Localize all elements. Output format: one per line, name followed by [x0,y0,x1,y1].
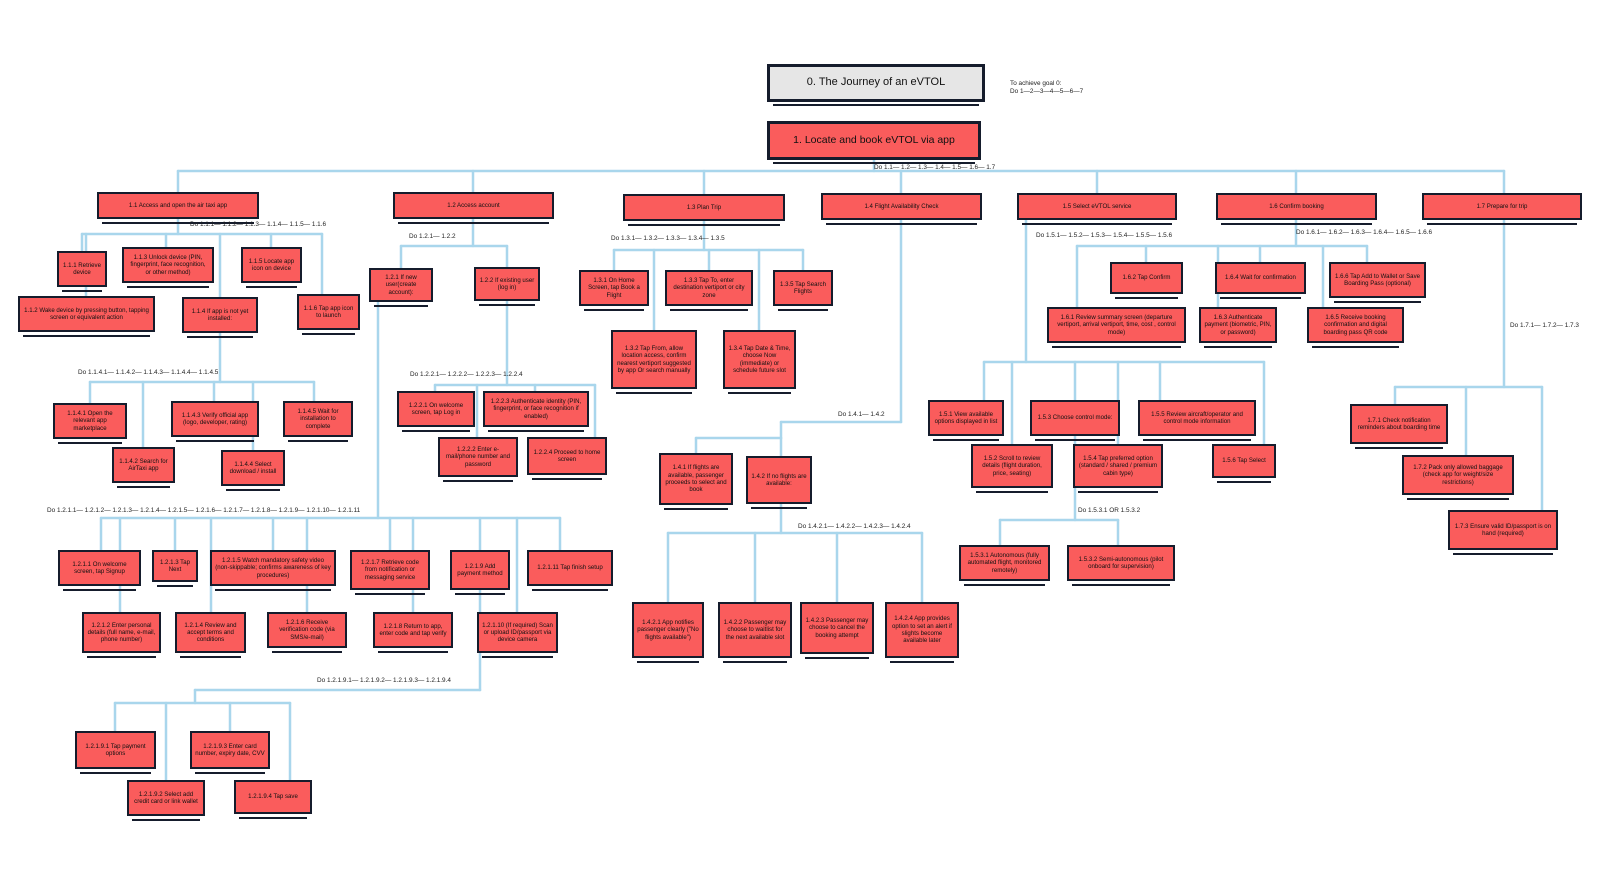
plan-note-1-6: Do 1.6.1— 1.6.2— 1.6.3— 1.6.4— 1.6.5— 1.… [1296,229,1433,236]
task-1-1-4-2: 1.1.4.2 Search for AirTaxi app [112,447,175,488]
task-1-2-1-2: 1.2.1.2 Enter personal details (full nam… [82,612,161,658]
task-1-4-2-1: 1.4.2.1 App notifies passenger clearly (… [632,602,704,663]
task-1-6-1: 1.6.1 Review summary screen (departure v… [1047,307,1186,348]
plan-note-1-2: Do 1.2.1— 1.2.2 [409,233,456,240]
plan-note-1-4: Do 1.4.1— 1.4.2 [838,411,885,418]
task-1-3: 1.3 Plan Trip [623,194,785,226]
plan-note-1-2-1: Do 1.2.1.1— 1.2.1.2— 1.2.1.3— 1.2.1.4— 1… [47,507,361,514]
task-1-6: 1.6 Confirm booking [1216,193,1377,225]
task-1-1: 1.1 Access and open the air taxi app [97,192,259,224]
task-1-1-4-4: 1.1.4.4 Select download / install [221,450,285,491]
task-1-2-1-1: 1.2.1.1 On welcome screen, tap Signup [58,550,141,591]
plan-note-1-7: Do 1.7.1— 1.7.2— 1.7.3 [1510,322,1579,329]
task-1-1-4-5: 1.1.4.5 Wait for installation to complet… [283,401,353,442]
task-1-2-1: 1.2.1 If new user(create account): [369,268,433,307]
task-1-5-2: 1.5.2 Scroll to review details (flight d… [971,444,1053,493]
task-1-2-1-10: 1.2.1.10 (If required) Scan or upload ID… [477,612,558,658]
goal-plan-line-2: Do 1—2—3—4—5—6—7 [1010,88,1084,96]
task-1-3-3: 1.3.3 Tap To, enter destination vertipor… [665,270,753,311]
plan-note-1-2-1-9: Do 1.2.1.9.1— 1.2.1.9.2— 1.2.1.9.3— 1.2.… [317,677,451,684]
task-1-2-1-9: 1.2.1.9 Add payment method [450,550,510,595]
task-1-1-2: 1.1.2 Wake device by pressing button, ta… [18,296,155,337]
task-1-2-2-1: 1.2.2.1 On welcome screen, tap Log in [397,391,475,432]
task-1-2-2: 1.2.2 If existing user (log in) [474,267,540,306]
task-1-2-1-5: 1.2.1.5 Watch mandatory safety video (no… [210,550,336,591]
task-1-4-2: 1.4.2 If no flights are available: [746,456,812,509]
task-1-1-4: 1.1.4 If app is not yet installed: [182,297,258,338]
task-1-7-1: 1.7.1 Check notification reminders about… [1350,404,1448,449]
task-1-2: 1.2 Access account [393,192,554,224]
task-1-1-6: 1.1.6 Tap app icon to launch [297,294,360,335]
task-1-7-3: 1.7.3 Ensure valid ID/passport is on han… [1448,510,1558,555]
task-1-2-1-3: 1.2.1.3 Tap Next [152,550,198,587]
task-1-2-1-6: 1.2.1.6 Receive verification code (via S… [267,612,347,653]
plan-note-1-4-2: Do 1.4.2.1— 1.4.2.2— 1.4.2.3— 1.4.2.4 [798,523,911,530]
task-1-5-3-2: 1.5.3.2 Semi-autonomous (pilot onboard f… [1067,545,1175,586]
task-1-6-2: 1.6.2 Tap Confirm [1110,262,1183,299]
task-1-2-1-9-1: 1.2.1.9.1 Tap payment options [75,731,156,774]
task-1-1-4-3: 1.1.4.3 Verify official app (logo, devel… [171,401,259,442]
plan-note-1-5-3: Do 1.5.3.1 OR 1.5.3.2 [1078,507,1141,514]
task-1-2-1-4: 1.2.1.4 Review and accept terms and cond… [175,612,246,658]
root-goal-box: 0. The Journey of an eVTOL [767,64,985,106]
task-1-6-3: 1.6.3 Authenticate payment (biometric, P… [1199,307,1277,348]
task-1-1-1: 1.1.1 Retrieve device [57,251,107,292]
task-1-1-3: 1.1.3 Unlock device (PIN, fingerprint, f… [122,247,214,288]
task-1-3-5: 1.3.5 Tap Search Flights [773,270,833,311]
task-1-5-3-1: 1.5.3.1 Autonomous (fully automated flig… [959,545,1050,586]
plan-note-1-2-2: Do 1.2.2.1— 1.2.2.2— 1.2.2.3— 1.2.2.4 [410,371,523,378]
plan-note-1-1: Do 1.1.1— 1.1.2— 1.1.3— 1.1.4— 1.1.5— 1.… [190,221,327,228]
task-1-5-4: 1.5.4 Tap preferred option (standard / s… [1073,444,1163,493]
task-1-2-1-9-4: 1.2.1.9.4 Tap save [234,780,312,819]
task-1-3-1: 1.3.1 On Home Screen, tap Book a Flight [579,270,649,311]
task-1-2-2-4: 1.2.2.4 Proceed to home screen [527,437,607,480]
plan-note-1-1-4: Do 1.1.4.1— 1.1.4.2— 1.1.4.3— 1.1.4.4— 1… [78,369,219,376]
task-1-6-5: 1.6.5 Receive booking confirmation and d… [1307,307,1404,348]
plan-note-1-3: Do 1.3.1— 1.3.2— 1.3.3— 1.3.4— 1.3.5 [611,235,725,242]
task-1-5-1: 1.5.1 View available options displayed i… [928,400,1004,441]
task-1-4: 1.4 Flight Availability Check [821,193,982,225]
plan-note-1: Do 1.1— 1.2— 1.3— 1.4— 1.5— 1.6— 1.7 [874,164,996,171]
task-1-2-1-9-3: 1.2.1.9.3 Enter card number, expiry date… [190,731,270,774]
task-1-6-4: 1.6.4 Wait for confirmation [1215,262,1306,299]
plan-note-1-5: Do 1.5.1— 1.5.2— 1.5.3— 1.5.4— 1.5.5— 1.… [1036,232,1173,239]
task-1-3-4: 1.3.4 Tap Date & Time, choose Now (immed… [723,330,796,394]
task-1-7-2: 1.7.2 Pack only allowed baggage (check a… [1402,455,1514,500]
task-1-1-4-1: 1.1.4.1 Open the relevant app marketplac… [53,403,127,444]
task-1-2-2-3: 1.2.2.3 Authenticate identity (PIN, fing… [483,391,589,432]
task-1-7: 1.7 Prepare for trip [1422,193,1582,225]
task-1-2-1-8: 1.2.1.8 Return to app, enter code and ta… [373,612,453,653]
task-1-6-6: 1.6.6 Tap Add to Wallet or Save Boarding… [1329,262,1426,303]
task-1-5: 1.5 Select eVTOL service [1017,193,1177,225]
task-1-4-1: 1.4.1 If flights are available, passenge… [659,453,733,510]
task-1-5-5: 1.5.5 Review aircraft/operator and contr… [1138,400,1256,441]
task-1-5-3: 1.5.3 Choose control mode: [1030,400,1120,441]
task-1-2-2-2: 1.2.2.2 Enter e-mail/phone number and pa… [438,437,518,482]
task-1-2-1-11: 1.2.1.11 Tap finish setup [527,550,613,591]
task-1-5-6: 1.5.6 Tap Select [1212,444,1276,483]
goal-plan-line-1: To achieve goal 0: [1010,80,1062,87]
task-1-4-2-2: 1.4.2.2 Passenger may choose to waitlist… [718,602,792,663]
task-1-4-2-3: 1.4.2.3 Passenger may choose to cancel t… [800,602,874,659]
goal-plan-note: To achieve goal 0: Do 1—2—3—4—5—6—7 [1010,80,1083,97]
task-1-4-2-4: 1.4.2.4 App provides option to set an al… [885,602,959,663]
task-1: 1. Locate and book eVTOL via app [767,121,981,164]
task-1-3-2: 1.3.2 Tap From, allow location access, c… [611,330,697,394]
task-1-1-5: 1.1.5 Locate app icon on device [241,247,302,288]
task-1-2-1-9-2: 1.2.1.9.2 Select add credit card or link… [127,780,205,821]
task-1-2-1-7: 1.2.1.7 Retrieve code from notification … [350,550,430,595]
